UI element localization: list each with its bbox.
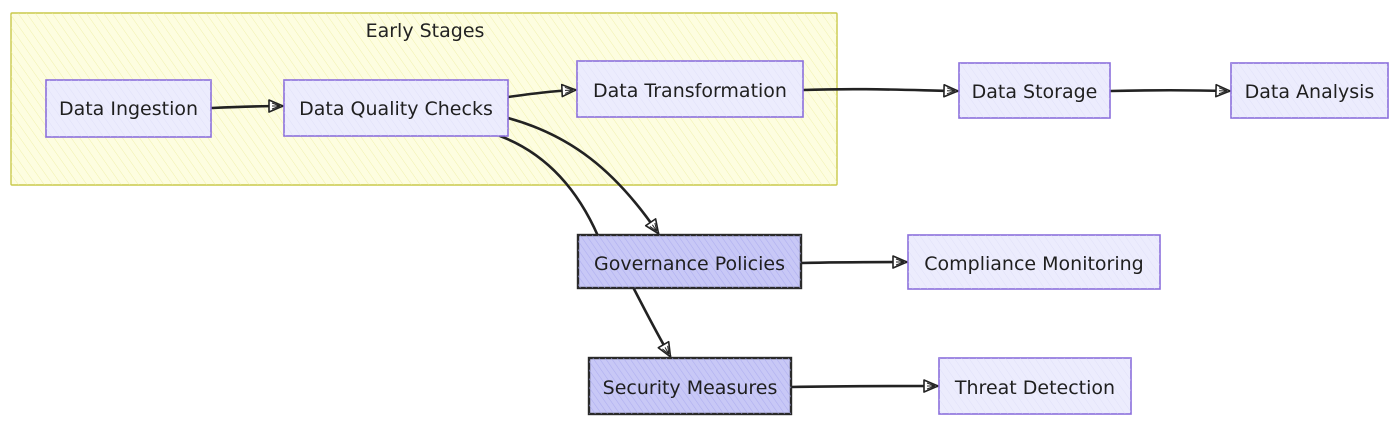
node-data-transformation-label: Data Transformation <box>593 80 787 102</box>
edge-quality-to-transformation <box>506 83 577 99</box>
node-threat-detection: Threat Detection <box>938 357 1132 415</box>
edge-security-to-threat <box>789 379 939 393</box>
edge-governance-to-security <box>632 287 672 358</box>
node-governance-policies-label: Governance Policies <box>594 253 785 275</box>
node-security-measures: Security Measures <box>587 356 793 416</box>
node-data-quality-checks: Data Quality Checks <box>283 79 509 137</box>
edge-storage-to-analysis <box>1109 83 1231 98</box>
edge-transformation-to-storage <box>801 83 959 98</box>
node-data-ingestion: Data Ingestion <box>45 79 212 138</box>
node-security-measures-label: Security Measures <box>603 377 778 399</box>
edge-quality-to-governance <box>506 116 660 235</box>
node-data-ingestion-label: Data Ingestion <box>59 98 198 120</box>
node-compliance-monitoring: Compliance Monitoring <box>907 234 1161 290</box>
node-compliance-monitoring-label: Compliance Monitoring <box>924 253 1143 275</box>
node-data-quality-checks-label: Data Quality Checks <box>299 98 493 120</box>
node-threat-detection-label: Threat Detection <box>954 377 1115 399</box>
node-data-storage: Data Storage <box>958 62 1111 119</box>
node-governance-policies: Governance Policies <box>576 233 803 290</box>
early-stages-label: Early Stages <box>366 20 485 42</box>
node-data-storage-label: Data Storage <box>972 81 1098 103</box>
edge-quality-to-governance-back <box>498 134 600 238</box>
edge-governance-to-compliance <box>799 255 908 269</box>
node-data-analysis-label: Data Analysis <box>1245 81 1375 103</box>
edge-ingestion-to-quality <box>210 99 284 113</box>
node-data-transformation: Data Transformation <box>576 60 804 118</box>
edges <box>210 83 1231 393</box>
node-data-analysis: Data Analysis <box>1230 62 1389 119</box>
